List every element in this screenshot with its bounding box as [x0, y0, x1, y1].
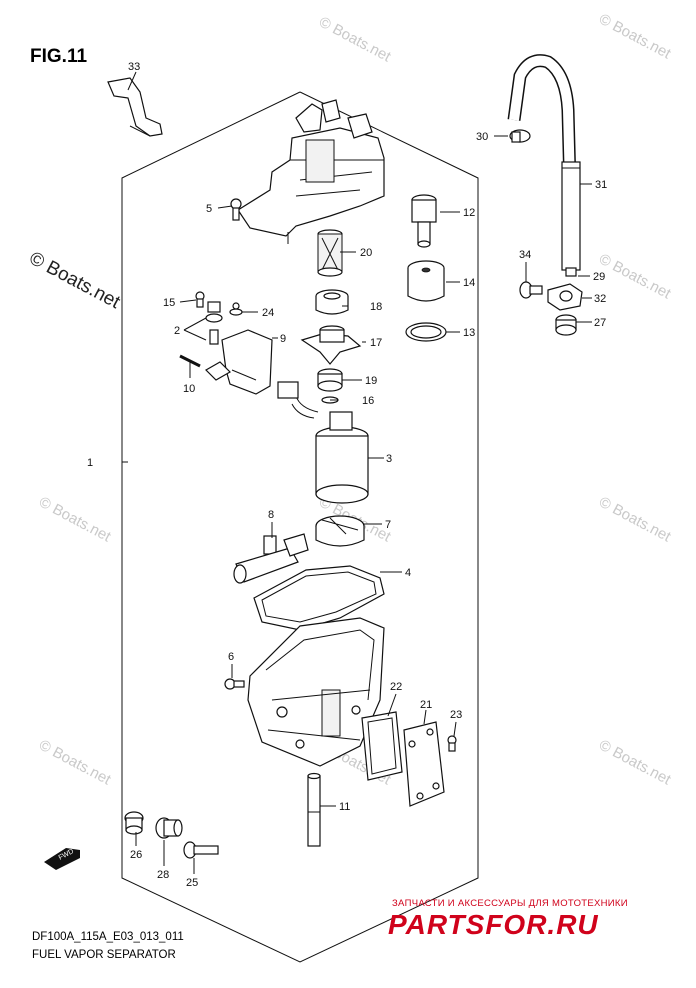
part-fitting-29 [565, 267, 577, 277]
callout-23: 23 [450, 709, 462, 721]
callout-25: 25 [186, 877, 198, 889]
callout-32: 32 [594, 293, 606, 305]
callout-28: 28 [157, 869, 169, 881]
part-grommet-28 [155, 817, 183, 839]
callout-18: 18 [370, 301, 382, 313]
assembly-bracket [121, 91, 479, 963]
diagram-code: DF100A_115A_E03_013_011 [32, 931, 184, 943]
callout-14: 14 [463, 277, 475, 289]
callout-20: 20 [360, 247, 372, 259]
part-seal-18 [315, 289, 349, 315]
part-strainer-7 [315, 515, 365, 547]
callout-12: 12 [463, 207, 475, 219]
callout-8: 8 [268, 509, 274, 521]
callout-33: 33 [128, 61, 140, 73]
part-bolt-6 [224, 678, 245, 690]
callout-21: 21 [420, 699, 432, 711]
part-grommet-27 [555, 314, 577, 336]
callout-3: 3 [386, 453, 392, 465]
part-separator-cover [237, 99, 385, 244]
watermark: © Boats.net [36, 494, 114, 546]
callout-9: 9 [280, 333, 286, 345]
part-filter-20 [317, 229, 343, 277]
part-float-8 [233, 533, 309, 584]
part-tube-11 [307, 772, 321, 847]
part-pin-10 [179, 354, 201, 368]
callout-30: 30 [476, 131, 488, 143]
callout-10: 10 [183, 383, 195, 395]
callout-19: 19 [365, 375, 377, 387]
callout-16: 16 [362, 395, 374, 407]
part-screw-5 [230, 198, 242, 221]
part-bolt-25 [183, 841, 219, 859]
fwd-arrow-icon: FWD [44, 848, 80, 870]
part-screw-15 [195, 291, 205, 308]
callout-22: 22 [390, 681, 402, 693]
watermark: © Boats.net [36, 737, 114, 789]
part-bolt-34 [519, 281, 543, 299]
part-washer-24 [229, 302, 243, 316]
part-connector [205, 361, 231, 381]
part-screw-23 [447, 735, 457, 752]
callout-6: 6 [228, 651, 234, 663]
watermark-large: © Boats.net [26, 248, 124, 314]
part-bracket-17 [300, 325, 362, 365]
watermark: © Boats.net [596, 11, 674, 63]
promo-tagline: ЗАПЧАСТИ И АКСЕССУАРЫ ДЛЯ МОТОТЕХНИКИ [392, 898, 628, 909]
callout-24: 24 [262, 307, 274, 319]
part-clamp-33 [107, 77, 163, 137]
part-cap-14 [407, 260, 445, 302]
callout-15: 15 [163, 297, 175, 309]
watermark: © Boats.net [316, 14, 394, 66]
callout-13: 13 [463, 327, 475, 339]
leader-lines [122, 71, 592, 874]
part-plug-26 [124, 811, 144, 835]
part-sensor-2 [205, 301, 223, 345]
part-gasket-22 [361, 711, 403, 781]
callout-17: 17 [370, 337, 382, 349]
callout-11: 11 [339, 801, 350, 813]
part-clip-30 [509, 129, 531, 143]
callout-2: 2 [174, 325, 180, 337]
callout-34: 34 [519, 249, 531, 261]
callout-1: 1 [87, 457, 93, 469]
part-regulator-12 [411, 194, 437, 248]
callout-5: 5 [206, 203, 212, 215]
part-fuel-pump-3 [277, 381, 369, 504]
part-hose-31 [507, 54, 581, 271]
callout-27: 27 [594, 317, 606, 329]
callout-26: 26 [130, 849, 142, 861]
callout-29: 29 [593, 271, 605, 283]
callout-7: 7 [385, 519, 391, 531]
callout-labels: 1 2 3 4 5 6 7 8 9 10 11 12 13 14 15 16 1… [87, 61, 607, 889]
diagram-title: FUEL VAPOR SEPARATOR [32, 949, 176, 961]
watermark: © Boats.net [596, 494, 674, 546]
part-plate-21 [403, 721, 445, 807]
watermark: © Boats.net [596, 737, 674, 789]
callout-31: 31 [595, 179, 607, 191]
figure-label: FIG.11 [30, 46, 87, 67]
part-cover-9 [221, 329, 273, 395]
part-oring-13 [405, 322, 447, 342]
part-separator-body [247, 617, 385, 767]
promo-brand: PARTSFOR.RU [388, 909, 599, 940]
part-grommet-19 [317, 368, 343, 392]
part-clamp-32 [547, 283, 583, 311]
callout-4: 4 [405, 567, 411, 579]
part-gasket-4 [253, 565, 385, 631]
watermark: © Boats.net [596, 251, 674, 303]
